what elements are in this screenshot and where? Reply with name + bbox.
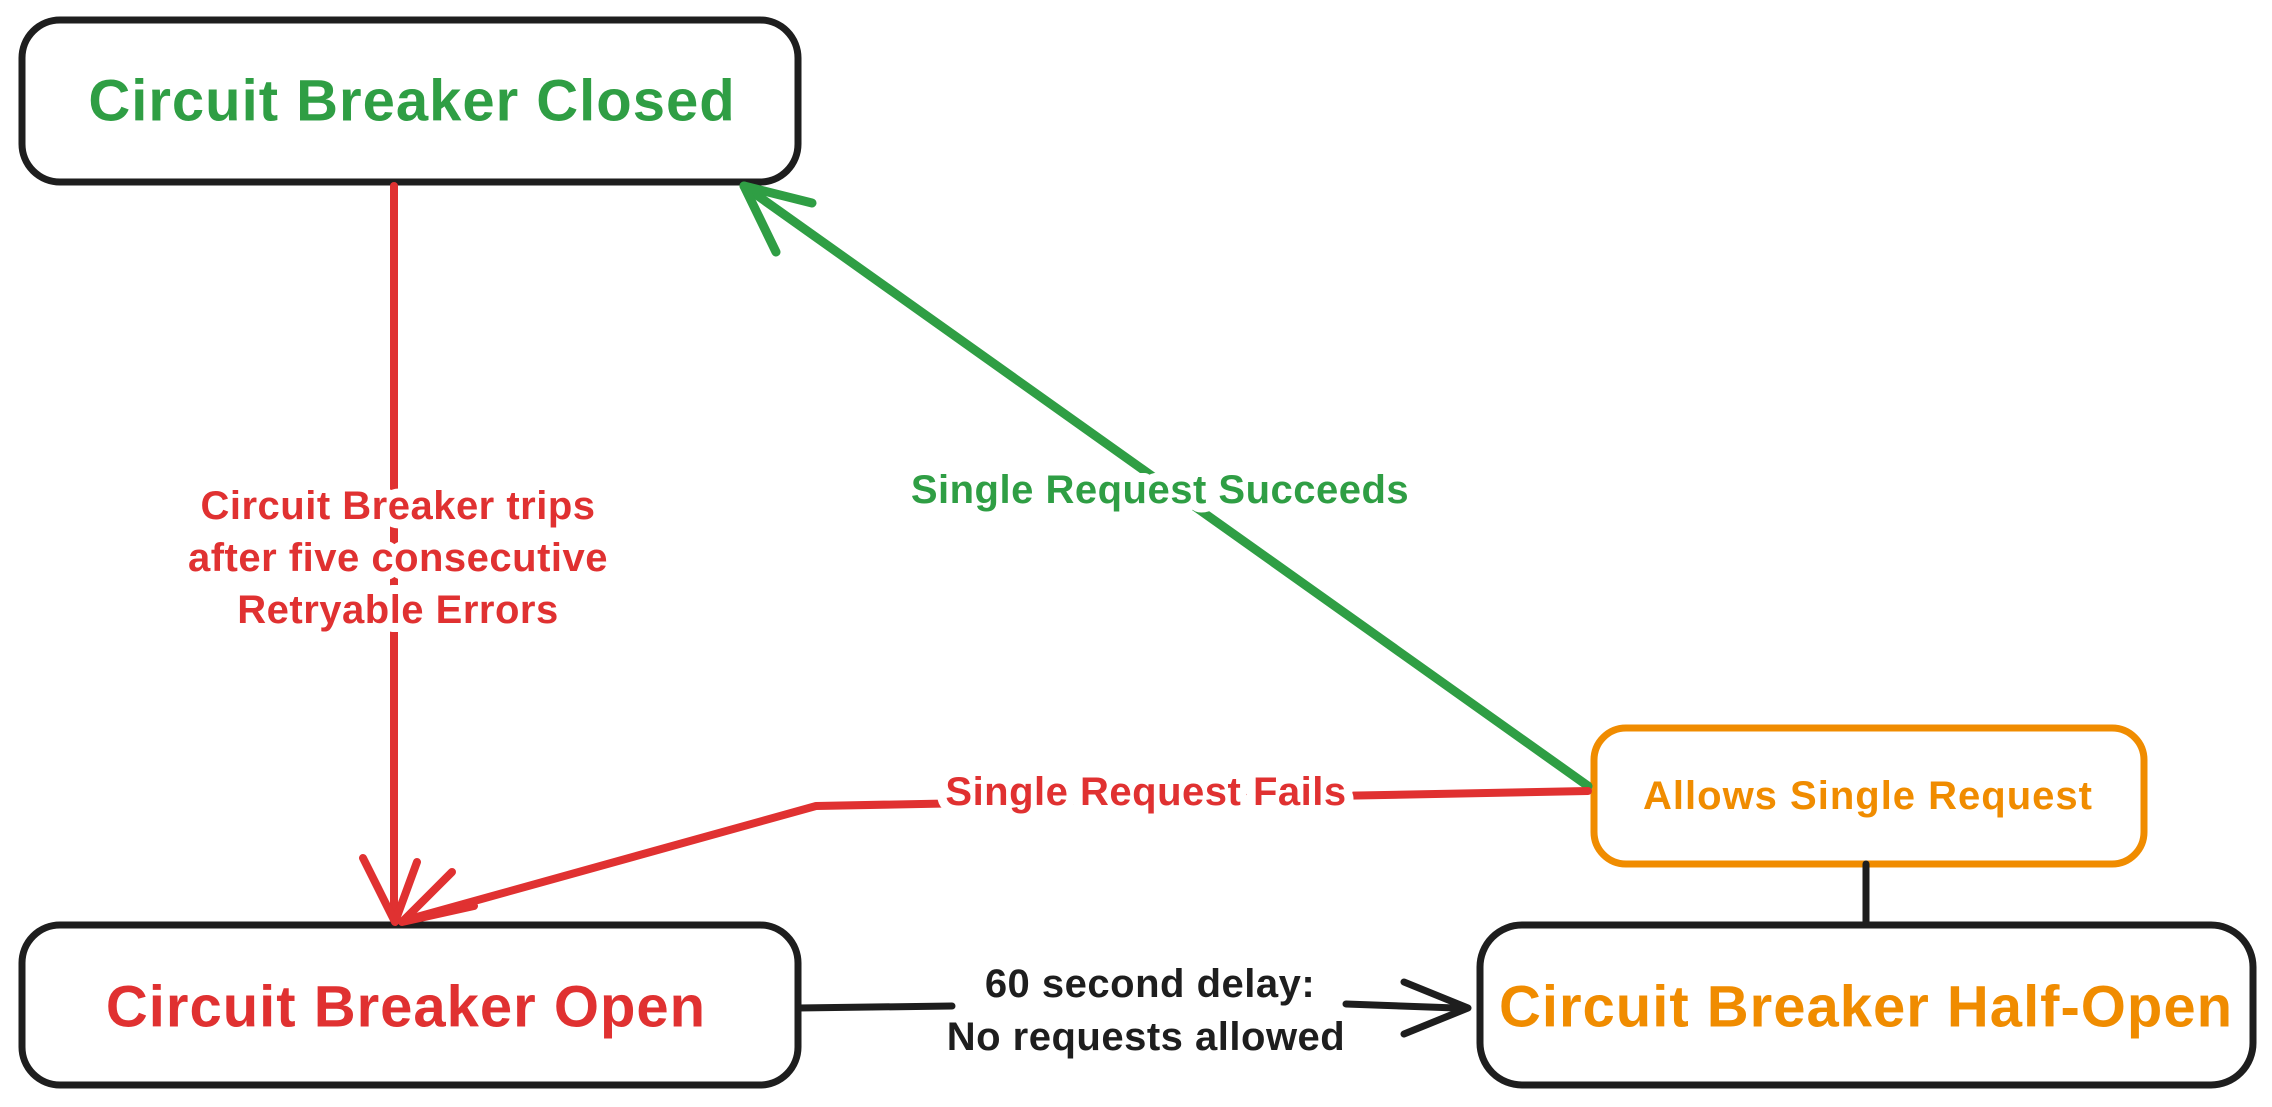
half-open-state-label: Circuit Breaker Half-Open — [1499, 975, 2233, 1040]
fails-arrowhead-icon — [398, 868, 478, 926]
succeeds-line — [739, 181, 1593, 791]
edge-delay — [794, 978, 1472, 1038]
trips-label-line2: after five consecutive — [188, 536, 608, 580]
delay-label: 60 second delay: No requests allowed — [938, 953, 1354, 1068]
delay-line-left — [794, 1002, 956, 1012]
succeeds-arrowhead-icon — [739, 181, 817, 257]
edge-fails — [398, 787, 1592, 926]
closed-state-label: Circuit Breaker Closed — [88, 69, 735, 134]
delay-arrowhead-icon — [1400, 978, 1472, 1038]
node-circuit-breaker-half-open: Circuit Breaker Half-Open — [1476, 921, 2257, 1089]
node-circuit-breaker-closed: Circuit Breaker Closed — [18, 16, 802, 186]
delay-label-line2: No requests allowed — [947, 1015, 1345, 1059]
trips-label-line1: Circuit Breaker trips — [200, 484, 595, 528]
node-allows-single-request: Allows Single Request — [1590, 724, 2148, 868]
trips-arrowhead-icon — [359, 854, 421, 926]
delay-label-line1: 60 second delay: — [985, 962, 1315, 1006]
trips-label: Circuit Breaker trips after five consecu… — [179, 475, 617, 641]
edge-succeeds — [739, 181, 1593, 791]
fails-line — [402, 787, 1592, 924]
trips-label-line3: Retryable Errors — [237, 588, 558, 632]
node-circuit-breaker-open: Circuit Breaker Open — [18, 921, 802, 1089]
delay-line-right — [1342, 1000, 1460, 1012]
closed-state-box — [18, 16, 802, 186]
succeeds-label: Single Request Succeeds — [911, 468, 1409, 512]
fails-label: Single Request Fails — [945, 770, 1346, 814]
edge-trips — [359, 182, 421, 926]
allows-single-request-label: Allows Single Request — [1643, 774, 2093, 818]
open-state-label: Circuit Breaker Open — [106, 975, 706, 1040]
